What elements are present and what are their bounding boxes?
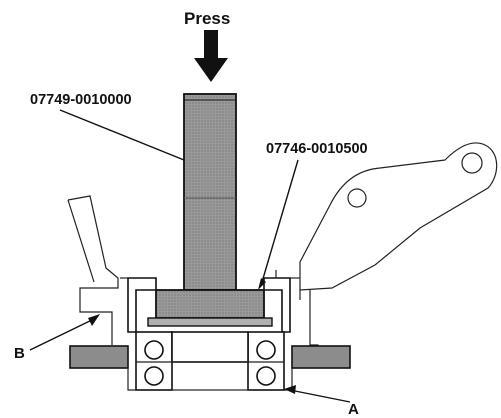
inner-bore	[171, 361, 249, 391]
point-a-leader-arrow-icon	[284, 385, 296, 394]
driver-tool-shaft	[183, 93, 237, 291]
driver-tool-label: 07749-0010000	[30, 92, 132, 108]
attachment-tool	[147, 289, 273, 327]
press-arrow-icon	[194, 30, 228, 82]
knuckle-outline	[299, 142, 498, 365]
point-a-leader	[289, 389, 351, 403]
driver-tool-leader	[59, 109, 185, 161]
press-label: Press	[184, 9, 230, 28]
attachment-tool-leader	[261, 159, 299, 283]
attachment-tool-leader-arrow-icon	[258, 278, 266, 290]
point-b-label: B	[14, 345, 25, 362]
bearing-left	[135, 331, 173, 391]
bearing-right	[247, 331, 285, 391]
point-b-leader	[29, 317, 97, 351]
knuckle-left-outline	[67, 195, 119, 345]
attachment-tool-label: 07746-0010500	[266, 141, 368, 157]
support-block-left	[69, 345, 129, 369]
inner-race	[171, 331, 249, 363]
point-b-leader-arrow-icon	[88, 314, 100, 326]
point-a-label: A	[348, 401, 359, 418]
support-block-right	[291, 345, 351, 369]
hub-housing	[120, 270, 300, 333]
